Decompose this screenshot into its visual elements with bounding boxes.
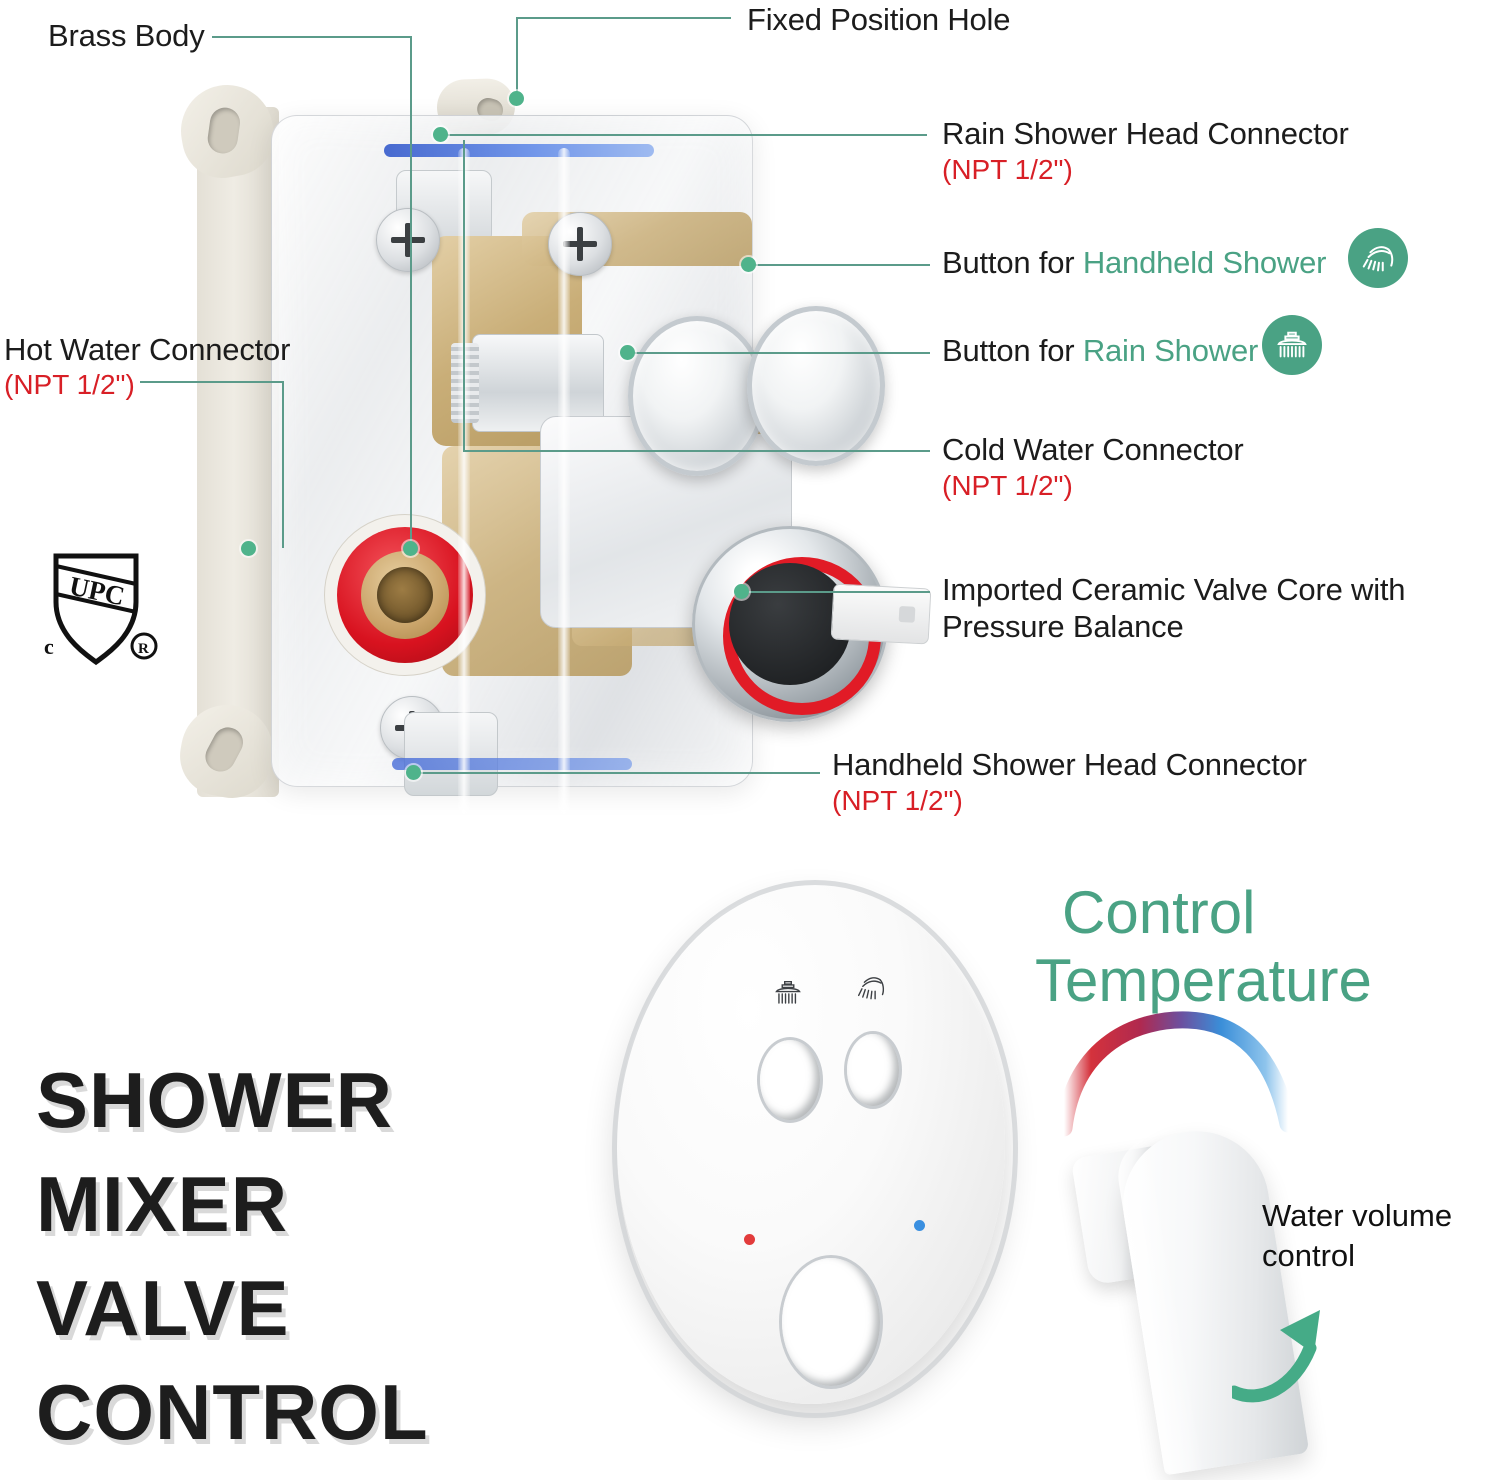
hero-title: SHOWER MIXER VALVE CONTROL bbox=[36, 1048, 636, 1464]
marker-fixed-position-hole bbox=[509, 91, 524, 106]
cold-inlet-marker-bottom bbox=[392, 758, 632, 770]
leader-fixed-hole-v bbox=[516, 17, 518, 98]
hot-water-threaded-bore bbox=[377, 567, 433, 623]
leader-cold-water-v bbox=[463, 140, 465, 450]
control-temperature-label-line2: Temperature bbox=[1035, 947, 1372, 1014]
callout-label-fixed-position-hole: Fixed Position Hole bbox=[747, 2, 1011, 37]
callout-label-rain-button-highlight: Rain Shower bbox=[1082, 333, 1259, 368]
marker-handheld-shower-button bbox=[741, 257, 756, 272]
callout-label-handheld-button: Button for Handheld Shower bbox=[942, 243, 1326, 283]
callout-label-handheld-button-prefix: Button for bbox=[942, 245, 1083, 280]
hero-title-line1: SHOWER MIXER bbox=[36, 1056, 393, 1248]
leader-hot-water-v bbox=[282, 381, 284, 548]
leader-valve-core-h bbox=[748, 591, 930, 593]
svg-text:c: c bbox=[44, 634, 54, 659]
upc-shield-logo: UPC c R bbox=[44, 553, 158, 666]
callout-spec-hot-water-connector: (NPT 1/2") bbox=[4, 369, 135, 400]
svg-text:UPC: UPC bbox=[67, 571, 128, 612]
blue-cold-dot bbox=[914, 1220, 925, 1231]
leader-handheld-button-h bbox=[752, 264, 930, 266]
callout-spec-handheld-shower-connector: (NPT 1/2") bbox=[832, 785, 963, 816]
leader-handheld-connector-h bbox=[420, 772, 820, 774]
callout-label-ceramic-valve-core-line1: Imported Ceramic Valve Core with bbox=[942, 572, 1406, 607]
water-volume-arrow-icon bbox=[1232, 1310, 1320, 1403]
rain-shower-push-button[interactable] bbox=[747, 306, 885, 466]
housing-seam-right bbox=[558, 148, 570, 814]
callout-label-brass-body: Brass Body bbox=[48, 18, 205, 53]
red-hot-dot bbox=[744, 1234, 755, 1245]
hero-title-line2: VALVE CONTROL bbox=[36, 1264, 429, 1456]
handheld-shower-outlet-port bbox=[404, 712, 498, 796]
handheld-shower-push-button[interactable] bbox=[628, 316, 766, 476]
marker-ceramic-valve-core bbox=[734, 584, 749, 599]
svg-text:R: R bbox=[138, 641, 149, 657]
callout-label-hot-water-connector: Hot Water Connector bbox=[4, 332, 291, 367]
valve-body-illustration bbox=[173, 77, 932, 820]
control-temperature-label-line1: Control bbox=[1062, 879, 1256, 946]
housing-seam-left bbox=[458, 148, 470, 814]
leader-cold-water-h bbox=[463, 450, 930, 452]
callout-label-rain-shower-connector: Rain Shower Head Connector bbox=[942, 116, 1349, 151]
trim-plate-rim bbox=[612, 880, 1018, 1418]
leader-hot-water-h bbox=[140, 381, 284, 383]
rain-shower-icon bbox=[1262, 315, 1322, 375]
callout-label-ceramic-valve-core-line2: Pressure Balance bbox=[942, 609, 1184, 644]
marker-rain-shower-connector bbox=[433, 127, 448, 142]
threaded-outlet-pipe bbox=[451, 334, 604, 432]
callout-label-rain-button-prefix: Button for bbox=[942, 333, 1083, 368]
callout-label-rain-button: Button for Rain Shower bbox=[942, 331, 1258, 371]
callout-label-cold-water-connector: Cold Water Connector bbox=[942, 432, 1244, 467]
callout-label-handheld-button-highlight: Handheld Shower bbox=[1082, 245, 1327, 280]
mounting-plate bbox=[197, 107, 279, 797]
callout-label-handheld-shower-connector: Handheld Shower Head Connector bbox=[832, 747, 1307, 782]
marker-hot-water-connector bbox=[241, 541, 256, 556]
temperature-arc-icon bbox=[1055, 1011, 1297, 1137]
cold-inlet-marker-top bbox=[384, 144, 654, 157]
callout-spec-cold-water-connector: (NPT 1/2") bbox=[942, 470, 1073, 501]
marker-handheld-shower-connector bbox=[406, 765, 421, 780]
trim-hole-handle bbox=[782, 1258, 880, 1386]
trim-plate-illustration bbox=[612, 880, 1018, 1429]
rain-shower-icon bbox=[775, 980, 801, 1004]
transparent-valve-housing bbox=[271, 115, 932, 814]
trim-hole-handheld-button bbox=[847, 1034, 899, 1106]
trim-hole-rain-button bbox=[760, 1040, 820, 1120]
handheld-shower-icon bbox=[857, 977, 885, 1000]
water-volume-label-line1: Water volume bbox=[1262, 1198, 1453, 1233]
water-volume-label-line2: control bbox=[1262, 1238, 1356, 1273]
leader-fixed-hole-h bbox=[516, 17, 731, 19]
leader-rain-button-h bbox=[634, 352, 930, 354]
callout-spec-rain-shower-connector: (NPT 1/2") bbox=[942, 154, 1073, 185]
handheld-shower-icon bbox=[1348, 228, 1408, 288]
phillips-screw-top-left bbox=[376, 208, 440, 272]
leader-rain-connector-h bbox=[447, 134, 927, 136]
leader-brass-body-h bbox=[212, 36, 412, 38]
marker-rain-shower-button bbox=[620, 345, 635, 360]
leader-brass-body-v bbox=[410, 36, 412, 548]
marker-brass-body bbox=[403, 541, 418, 556]
